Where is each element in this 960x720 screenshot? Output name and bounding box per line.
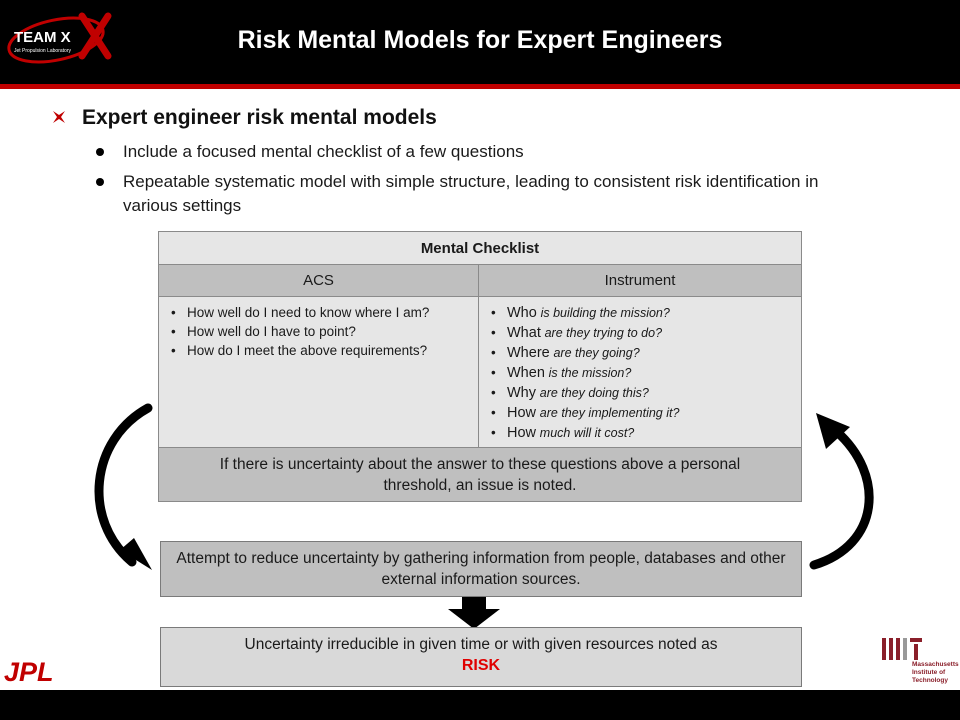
- list-item: When is the mission?: [489, 363, 793, 383]
- column-header-instrument: Instrument: [478, 264, 802, 297]
- list-item: Who is building the mission?: [489, 303, 793, 323]
- header-red-rule: [0, 84, 960, 89]
- question-rest: much will it cost?: [539, 426, 635, 440]
- column-header-acs: ACS: [158, 264, 479, 297]
- question-rest: are they doing this?: [539, 386, 649, 400]
- question-keyword: Why: [507, 385, 536, 401]
- acs-questions-cell: How well do I need to know where I am? H…: [158, 296, 479, 448]
- mental-checklist-table: Mental Checklist ACS Instrument How well…: [158, 231, 802, 502]
- curved-arrow-left-icon: [94, 403, 153, 570]
- sub-bullet-text: Include a focused mental checklist of a …: [123, 142, 524, 161]
- reduce-uncertainty-box: Attempt to reduce uncertainty by gatheri…: [160, 541, 802, 597]
- instrument-questions-cell: Who is building the mission? What are th…: [478, 296, 802, 448]
- question-keyword: Where: [507, 345, 550, 361]
- question-keyword: How: [507, 405, 537, 421]
- jpl-logo-text: JPL: [4, 657, 54, 686]
- mit-line: Institute of: [912, 669, 946, 676]
- page-title: Risk Mental Models for Expert Engineers: [237, 26, 723, 54]
- team-x-logo-text: TEAM X: [14, 29, 71, 46]
- checklist-title: Mental Checklist: [158, 231, 802, 265]
- main-bullet-text: Expert engineer risk mental models: [82, 106, 437, 129]
- question-rest: are they going?: [553, 346, 640, 360]
- question-keyword: When: [507, 365, 545, 381]
- question-keyword: How: [507, 425, 537, 441]
- list-item: Why are they doing this?: [489, 383, 793, 403]
- risk-box: Uncertainty irreducible in given time or…: [160, 627, 802, 687]
- jpl-logo: JPL: [4, 657, 54, 686]
- list-item: How well do I need to know where I am?: [169, 303, 470, 322]
- sub-bullet-text: Repeatable systematic model with simple …: [123, 172, 819, 215]
- team-x-logo: TEAM X Jet Propulsion Laboratory: [7, 12, 112, 64]
- risk-label: RISK: [461, 657, 501, 674]
- list-item: Where are they going?: [489, 343, 793, 363]
- header-bar: [0, 0, 960, 86]
- mit-line: Massachusetts: [912, 661, 959, 668]
- red-star-bullet-icon: [53, 111, 65, 123]
- question-rest: are they trying to do?: [544, 326, 663, 340]
- question-keyword: What: [507, 325, 541, 341]
- list-item: What are they trying to do?: [489, 323, 793, 343]
- list-item: How are they implementing it?: [489, 403, 793, 423]
- threshold-note: If there is uncertainty about the answer…: [158, 447, 802, 502]
- team-x-logo-subtitle: Jet Propulsion Laboratory: [14, 48, 71, 54]
- footer-bar: [0, 690, 960, 720]
- list-item: How do I meet the above requirements?: [169, 341, 470, 360]
- list-item: How much will it cost?: [489, 423, 793, 443]
- bullet-dot-icon: [96, 178, 104, 186]
- down-arrow-icon: [448, 597, 500, 629]
- question-keyword: Who: [507, 305, 537, 321]
- question-rest: is building the mission?: [540, 306, 670, 320]
- bullet-dot-icon: [96, 148, 104, 156]
- curved-arrow-right-icon: [809, 413, 874, 570]
- list-item: How well do I have to point?: [169, 322, 470, 341]
- mit-line: Technology: [912, 677, 948, 684]
- question-rest: is the mission?: [548, 366, 632, 380]
- mit-logo-text: Massachusetts Institute of Technology: [912, 661, 959, 685]
- question-rest: are they implementing it?: [539, 406, 680, 420]
- mit-logo: [882, 638, 922, 660]
- irreducible-text: Uncertainty irreducible in given time or…: [244, 636, 718, 653]
